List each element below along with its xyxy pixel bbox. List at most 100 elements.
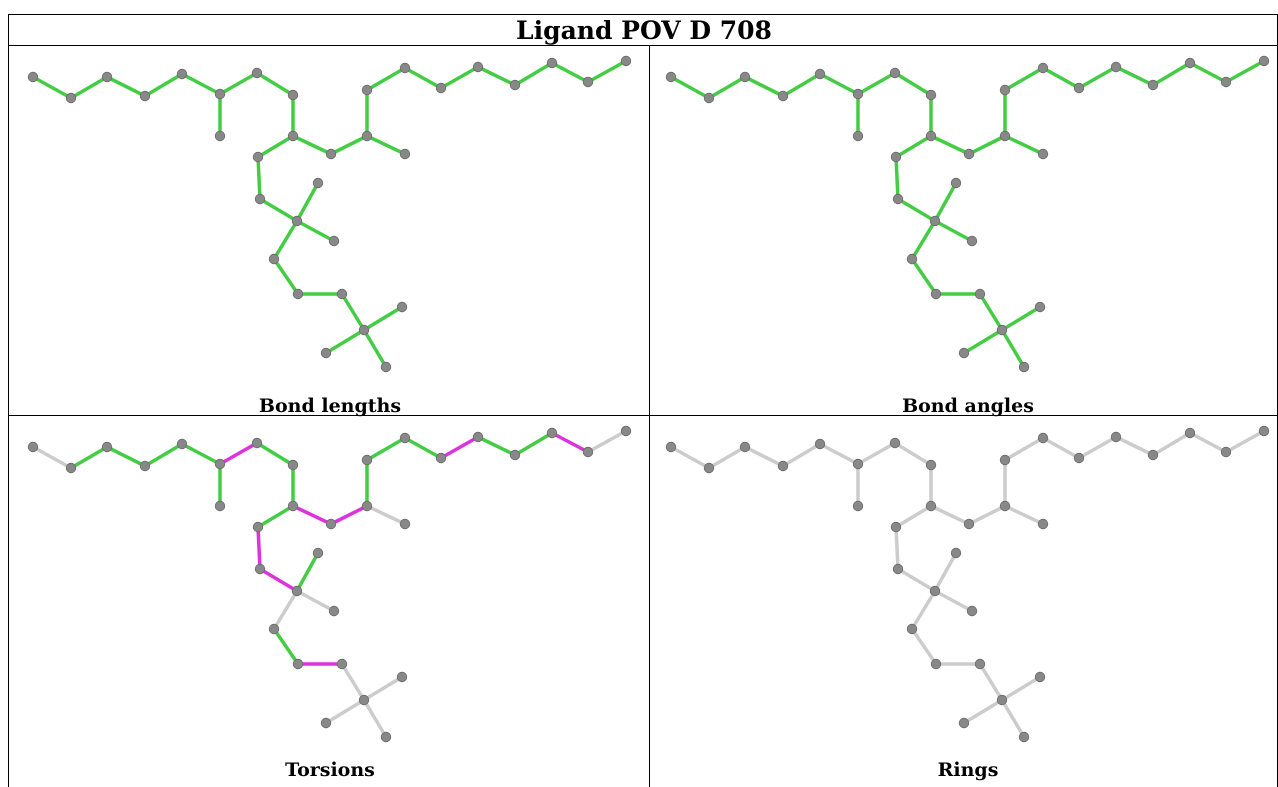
bond xyxy=(894,504,933,529)
atom xyxy=(963,148,975,160)
bond xyxy=(781,442,822,468)
atom xyxy=(320,717,332,729)
atom xyxy=(582,76,594,88)
bond xyxy=(818,72,860,96)
atom xyxy=(925,500,937,512)
atom xyxy=(974,658,986,670)
molecule-torsions xyxy=(27,425,632,743)
atom xyxy=(399,518,411,530)
atom xyxy=(929,215,941,227)
bond xyxy=(894,134,933,159)
atom xyxy=(214,500,226,512)
atom xyxy=(703,92,715,104)
caption-bond-lengths: Bond lengths xyxy=(258,395,402,417)
atom xyxy=(1037,518,1049,530)
atom xyxy=(906,253,918,265)
atom xyxy=(268,253,280,265)
bond xyxy=(743,445,785,468)
atom xyxy=(472,431,484,443)
atom xyxy=(399,148,411,160)
bond xyxy=(295,551,320,593)
bond xyxy=(967,134,1007,156)
bond xyxy=(329,134,369,156)
bond xyxy=(929,504,971,526)
bond xyxy=(781,72,822,98)
bond xyxy=(550,431,590,454)
bond xyxy=(295,181,320,223)
atom xyxy=(929,585,941,597)
bond xyxy=(1000,675,1042,702)
bond xyxy=(978,662,1004,702)
atom xyxy=(852,88,864,100)
atom xyxy=(1220,76,1232,88)
bond xyxy=(856,71,897,96)
bond xyxy=(910,589,937,631)
bond xyxy=(180,442,222,466)
atom xyxy=(852,500,864,512)
atom xyxy=(999,84,1011,96)
bond xyxy=(255,71,295,97)
atom xyxy=(139,90,151,102)
atom xyxy=(665,71,677,83)
atom xyxy=(906,623,918,635)
caption-bond-angles: Bond angles xyxy=(902,395,1034,417)
atom xyxy=(292,288,304,300)
bond xyxy=(362,675,404,702)
atom xyxy=(777,90,789,102)
bond xyxy=(291,134,333,156)
bond xyxy=(910,257,938,296)
bond xyxy=(586,429,628,454)
atom xyxy=(254,563,266,575)
atom xyxy=(814,438,826,450)
bond xyxy=(1114,65,1155,87)
bond xyxy=(513,431,554,457)
bond xyxy=(218,71,259,96)
bond xyxy=(550,61,590,84)
bond xyxy=(707,445,747,470)
bond xyxy=(256,525,262,571)
bond xyxy=(894,525,900,571)
atom xyxy=(358,324,370,336)
bond xyxy=(476,435,517,457)
bond xyxy=(962,698,1004,725)
panel-torsions: Torsions xyxy=(15,420,645,781)
atom xyxy=(328,235,340,247)
bond xyxy=(910,627,938,666)
bond xyxy=(143,442,184,468)
bond xyxy=(933,219,974,243)
atom xyxy=(509,79,521,91)
bond xyxy=(669,445,711,470)
atom xyxy=(620,55,632,67)
bond xyxy=(1003,504,1045,526)
bond xyxy=(439,65,480,90)
bond xyxy=(1077,435,1118,460)
bond xyxy=(365,66,407,92)
bond xyxy=(143,72,184,98)
bond xyxy=(403,436,443,460)
atom xyxy=(890,521,902,533)
column-divider xyxy=(649,45,650,787)
bond xyxy=(894,155,900,201)
bond xyxy=(295,589,336,613)
atom xyxy=(1147,79,1159,91)
atom xyxy=(1147,449,1159,461)
atom xyxy=(1034,671,1046,683)
border-left xyxy=(8,14,9,787)
bond xyxy=(1077,65,1118,90)
bond xyxy=(1000,698,1026,739)
bond xyxy=(1224,429,1266,454)
atom xyxy=(27,71,39,83)
atom xyxy=(1073,82,1085,94)
atom xyxy=(399,62,411,74)
atom xyxy=(889,67,901,79)
bond xyxy=(967,504,1007,526)
atom xyxy=(890,151,902,163)
bond xyxy=(1188,61,1228,84)
atom xyxy=(361,454,373,466)
atom xyxy=(251,67,263,79)
atom xyxy=(1258,425,1270,437)
atom xyxy=(930,658,942,670)
atom xyxy=(1110,61,1122,73)
bond xyxy=(1003,134,1045,156)
atom xyxy=(999,500,1011,512)
